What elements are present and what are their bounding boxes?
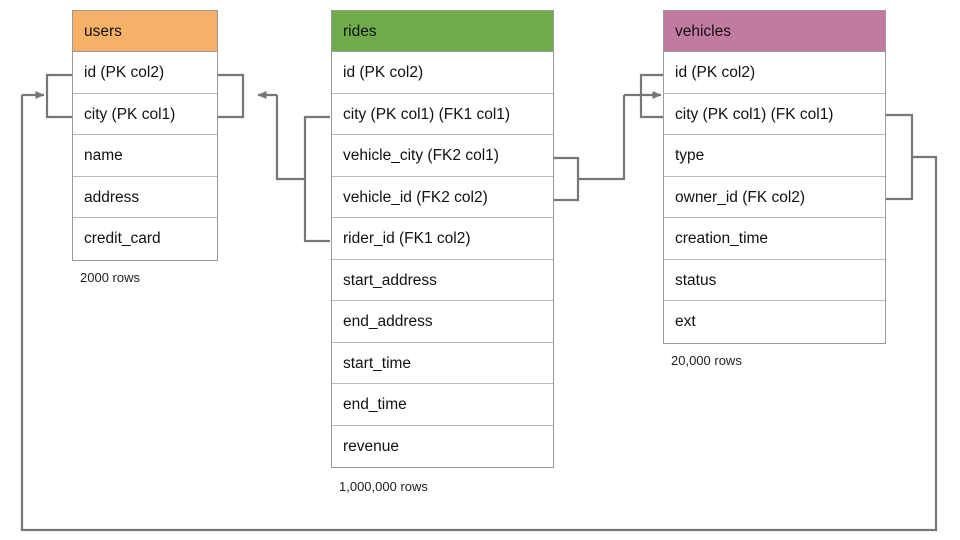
wire-users-left-bracket — [45, 73, 73, 119]
table-users[interactable]: users id (PK col2) city (PK col1) name a… — [72, 10, 218, 261]
wire-users-right-bracket — [218, 73, 245, 119]
table-users-title: users — [73, 11, 217, 52]
table-rides-column-rider-id[interactable]: rider_id (FK1 col2) — [332, 218, 553, 260]
table-vehicles-column-id[interactable]: id (PK col2) — [664, 52, 885, 94]
table-rides-column-end-time[interactable]: end_time — [332, 384, 553, 426]
wire-vehicles-left-bracket — [639, 73, 663, 119]
table-rides-column-city[interactable]: city (PK col1) (FK1 col1) — [332, 94, 553, 135]
table-rides-column-revenue[interactable]: revenue — [343, 437, 400, 455]
wire-rides-fk1-users — [257, 91, 330, 243]
table-rides-column-start-address[interactable]: start_address — [332, 260, 553, 301]
table-rides-column-vehicle-city[interactable]: vehicle_city (FK2 col1) — [332, 135, 553, 177]
table-users-column-credit-card[interactable]: credit_card — [84, 230, 161, 247]
table-vehicles-column-type[interactable]: type — [664, 135, 885, 177]
wire-rides-fk2-vehicles — [554, 91, 662, 202]
table-users-column-address[interactable]: address — [73, 177, 217, 218]
table-vehicles[interactable]: vehicles id (PK col2) city (PK col1) (FK… — [663, 10, 886, 344]
table-rides-row-count: 1,000,000 rows — [339, 479, 428, 494]
table-vehicles-column-status[interactable]: status — [664, 260, 885, 301]
table-rides-column-id[interactable]: id (PK col2) — [332, 52, 553, 94]
table-rides-column-vehicle-id[interactable]: vehicle_id (FK2 col2) — [332, 177, 553, 218]
table-vehicles-row-count: 20,000 rows — [671, 353, 742, 368]
table-rides-column-start-time[interactable]: start_time — [332, 343, 553, 384]
table-users-row-count: 2000 rows — [80, 270, 140, 285]
table-users-column-city[interactable]: city (PK col1) — [73, 94, 217, 135]
table-vehicles-column-ext[interactable]: ext — [675, 313, 696, 330]
table-rides-title: rides — [332, 11, 553, 52]
table-vehicles-column-creation-time[interactable]: creation_time — [664, 218, 885, 260]
table-vehicles-column-city[interactable]: city (PK col1) (FK col1) — [664, 94, 885, 135]
table-users-column-id[interactable]: id (PK col2) — [73, 52, 217, 94]
table-rides[interactable]: rides id (PK col2) city (PK col1) (FK1 c… — [331, 10, 554, 468]
table-rides-column-end-address[interactable]: end_address — [332, 301, 553, 343]
table-vehicles-column-owner-id[interactable]: owner_id (FK col2) — [664, 177, 885, 218]
table-users-column-name[interactable]: name — [73, 135, 217, 177]
table-vehicles-title: vehicles — [664, 11, 885, 52]
